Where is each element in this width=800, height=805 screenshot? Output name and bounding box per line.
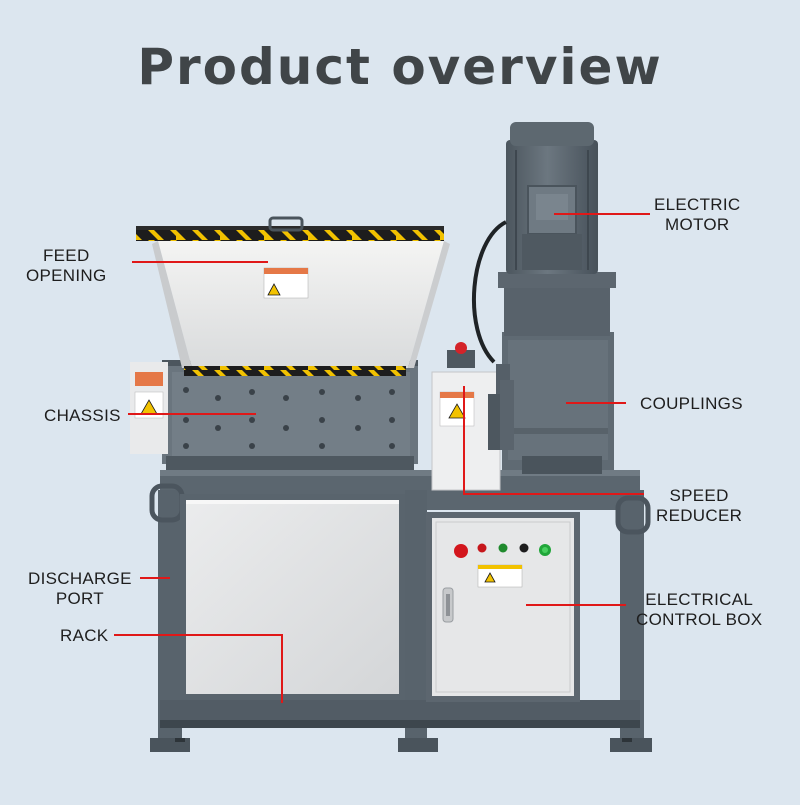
- leader-line-speed-reducer: [463, 386, 644, 495]
- top-emergency-button: [447, 342, 475, 368]
- emergency-stop-button: [454, 544, 468, 558]
- electrical-control-box-label: ELECTRICAL CONTROL BOX: [636, 590, 763, 629]
- chassis-label: CHASSIS: [44, 406, 121, 425]
- rack: [150, 470, 652, 752]
- chassis-bolts: [183, 387, 395, 449]
- discharge-port-label: DISCHARGE PORT: [28, 569, 132, 608]
- feed-opening-label: FEED OPENING: [26, 246, 107, 285]
- discharge-port-door: [180, 494, 405, 700]
- feed-opening-hopper: [136, 216, 450, 376]
- electrical-control-box: [426, 512, 580, 702]
- speed-reducer-label: SPEED REDUCER: [656, 486, 743, 525]
- electric-motor-label: ELECTRIC MOTOR: [654, 195, 741, 234]
- couplings-label: COUPLINGS: [640, 394, 743, 413]
- leader-line-rack: [114, 634, 283, 703]
- bearing-cover-left: [130, 362, 168, 454]
- electric-motor: [498, 122, 616, 336]
- page-title: Product overview: [137, 38, 663, 96]
- coupling-shaft: [488, 380, 514, 450]
- leader-lines: [114, 213, 650, 703]
- bearing-cover-right: [431, 371, 501, 491]
- rack-label: RACK: [60, 626, 109, 645]
- motor-cable: [471, 220, 508, 364]
- lifting-ring-right: [615, 495, 651, 535]
